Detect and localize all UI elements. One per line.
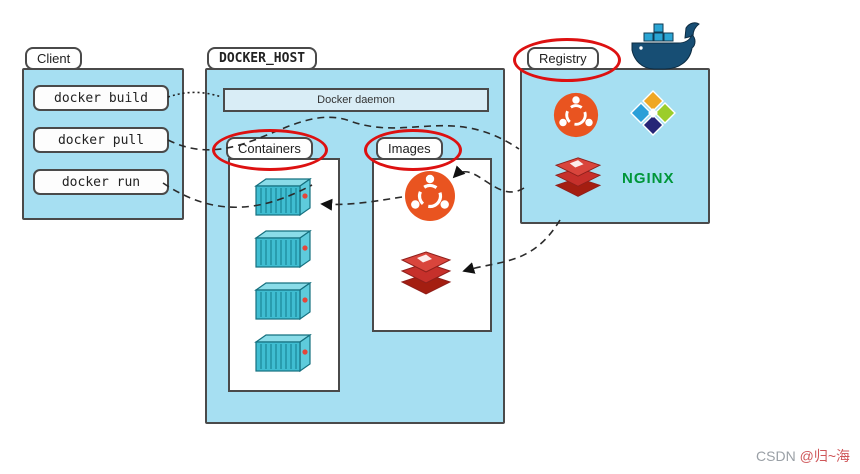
client-label: Client [25,47,83,70]
images-label: Images [376,137,443,160]
docker-daemon-bar: Docker daemon [223,88,489,112]
command-docker-build: docker build [33,85,169,111]
ubuntu-logo-icon [553,92,599,138]
registry-panel [520,68,710,224]
nginx-logo: NGINX [622,170,675,187]
registry-label: Registry [527,47,599,70]
containers-label: Containers [226,137,313,160]
shipping-container-icon [254,281,312,321]
command-docker-run: docker run [33,169,169,195]
centos-logo-icon [630,90,676,136]
docker-whale-icon [631,22,700,70]
watermark: CSDN @归~海 [756,446,850,466]
watermark-brand: CSDN [756,448,800,464]
shipping-container-icon [254,177,312,217]
command-docker-pull: docker pull [33,127,169,153]
redis-logo-icon [400,251,452,295]
shipping-container-icon [254,333,312,373]
shipping-container-icon [254,229,312,269]
docker-host-label: DOCKER_HOST [207,47,318,70]
redis-logo-icon [554,157,602,197]
watermark-user: @归~海 [799,448,850,464]
ubuntu-logo-icon [405,171,455,221]
